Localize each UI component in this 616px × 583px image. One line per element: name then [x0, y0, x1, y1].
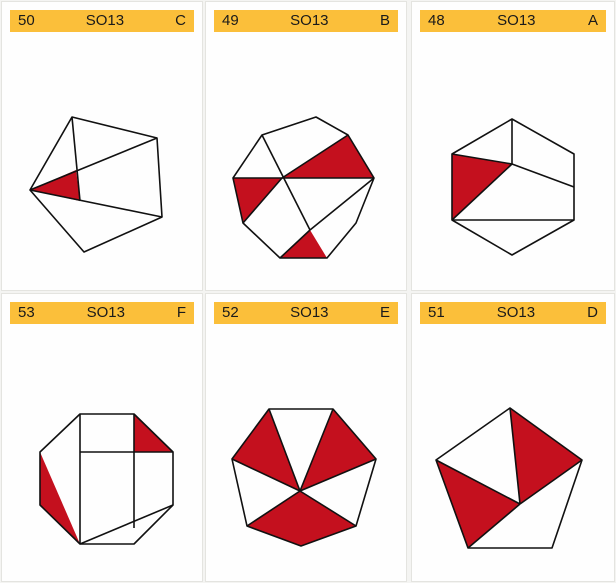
shaded-triangle-left — [232, 409, 300, 491]
card-52-e: 52 SO13 E — [206, 294, 406, 581]
card-set-code: SO13 — [290, 304, 329, 321]
card-letter: F — [176, 304, 186, 321]
hexagon-figure — [451, 118, 575, 256]
card-49-b: 49 SO13 B — [206, 2, 406, 290]
card-letter: B — [379, 12, 390, 29]
card-48-a: 48 SO13 A — [412, 2, 614, 290]
card-letter: A — [587, 12, 598, 29]
shaded-triangle-right — [300, 409, 376, 491]
pentagon-figure — [29, 116, 163, 253]
shaded-triangle-left — [436, 460, 520, 548]
octagon-outline — [231, 408, 377, 547]
card-letter: D — [587, 304, 598, 321]
card-set-code: SO13 — [496, 304, 536, 321]
shaded-triangle-bottom — [247, 491, 356, 546]
card-header: 50 SO13 C — [10, 10, 194, 32]
octagon-outline — [39, 413, 174, 545]
card-number: 51 — [428, 304, 445, 321]
card-number: 48 — [428, 12, 445, 29]
card-header: 52 SO13 E — [214, 302, 398, 324]
card-letter: E — [379, 304, 390, 321]
octagon-grid-figure — [39, 413, 174, 545]
card-set-code: SO13 — [86, 304, 125, 321]
card-letter: C — [175, 12, 186, 29]
card-set-code: SO13 — [497, 12, 536, 29]
card-number: 50 — [18, 12, 35, 29]
card-53-f: 53 SO13 F — [2, 294, 202, 581]
shaded-triangle-left — [233, 178, 282, 223]
shaded-triangle-bottom — [280, 230, 327, 258]
card-number: 52 — [222, 304, 239, 321]
octagon-outline — [232, 116, 375, 259]
card-header: 53 SO13 F — [10, 302, 194, 324]
card-set-code: SO13 — [85, 12, 125, 29]
card-header: 51 SO13 D — [420, 302, 606, 324]
shaded-triangle — [452, 154, 512, 220]
card-number: 53 — [18, 304, 35, 321]
card-header: 48 SO13 A — [420, 10, 606, 32]
card-set-code: SO13 — [290, 12, 329, 29]
pentagon-triangles-figure — [435, 407, 583, 549]
octagon-figure — [232, 116, 375, 259]
shaded-triangle-left — [40, 452, 80, 544]
octagon-triangles-figure — [231, 408, 377, 547]
card-50-c: 50 SO13 C — [2, 2, 202, 290]
shaded-triangle-right — [510, 408, 582, 504]
shaded-triangle — [30, 170, 80, 201]
card-51-d: 51 SO13 D — [412, 294, 614, 581]
pentagon-outline — [435, 407, 583, 549]
card-header: 49 SO13 B — [214, 10, 398, 32]
shaded-triangle-top — [282, 135, 374, 178]
card-number: 49 — [222, 12, 239, 29]
pentagon-outline — [29, 116, 163, 253]
